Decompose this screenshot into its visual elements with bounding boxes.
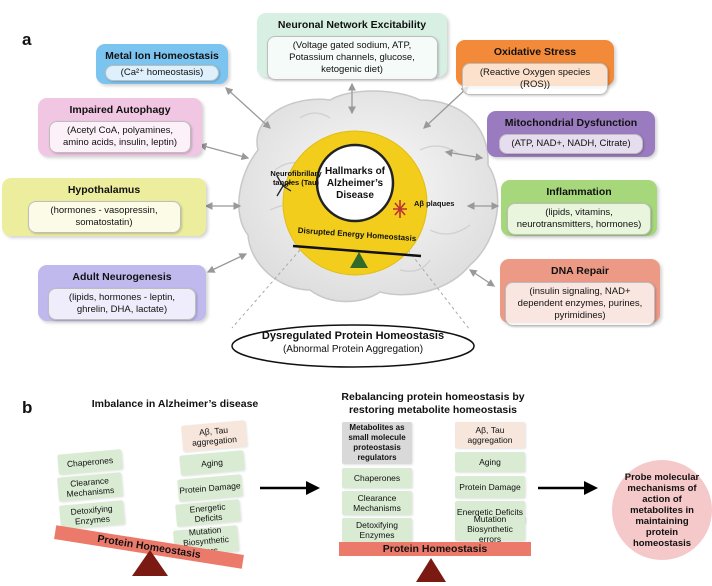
box-oxidative-detail: (Reactive Oxygen species (ROS)) [462,63,608,95]
box-mito-detail: (ATP, NAD+, NADH, Citrate) [498,134,644,154]
box-autophagy-detail: (Acetyl CoA, polyamines, amino acids, in… [49,121,191,153]
box-mito-title: Mitochondrial Dysfunction [504,117,638,129]
box-metal-detail: (Ca²⁺ homeostasis) [105,65,219,81]
abeta-label: Aβ plaques [414,199,455,208]
protein-ellipse-text: Dysregulated Protein Homeostasis (Abnorm… [228,330,478,356]
protein-subtitle: (Abnormal Protein Aggregation) [282,344,424,355]
box-dna-repair: DNA Repair (insulin signaling, NAD+ depe… [500,259,660,326]
middle-right-stack-item: Mutation Biosynthetic errors [455,514,525,544]
box-impaired-autophagy: Impaired Autophagy (Acetyl CoA, polyamin… [38,98,202,156]
right-stack-item: Aging [179,450,245,476]
left-stack-item: Detoxifying Enzymes [59,500,125,530]
box-neuronal-excitability: Neuronal Network Excitability (Voltage g… [257,13,447,80]
probe-mechanisms-ellipse: Probe molecular mechanisms of action of … [612,460,712,560]
tau-tangle-icon [276,175,292,197]
box-adult-neurogenesis: Adult Neurogenesis (lipids, hormones - l… [38,265,206,321]
protein-ellipse [231,324,475,368]
box-inflammation-detail: (lipids, vitamins, neurotransmitters, ho… [507,203,651,235]
middle-beam: Protein Homeostasis [339,542,531,556]
left-heading: Imbalance in Alzheimer’s disease [91,398,259,410]
box-metal-title: Metal Ion Homeostasis [105,50,219,62]
box-inflammation-title: Inflammation [546,186,612,198]
box-hypothalamus: Hypothalamus (hormones - vasopressin, so… [2,178,206,236]
arrow-right-icon [260,481,320,495]
left-stack-item: Chaperones [57,449,123,475]
box-neuronal-detail: (Voltage gated sodium, ATP, Potassium ch… [266,36,438,80]
fulcrum-green-icon [350,252,368,268]
panel-label-b: b [22,398,33,417]
middle-right-stack-item: Aβ, Tau aggregation [455,422,525,448]
middle-right-stack-item: Protein Damage [455,476,525,498]
middle-left-stack-item: Clearance Mechanisms [342,491,412,515]
box-hypothalamus-detail: (hormones - vasopressin, somatostatin) [27,201,181,233]
box-oxidative-title: Oxidative Stress [493,46,577,58]
right-stack-item: Protein Damage [177,474,243,502]
left-fulcrum-icon [132,550,168,576]
box-dna-title: DNA Repair [551,265,609,277]
box-neurogenesis-detail: (lipids, hormones - leptin, ghrelin, DHA… [48,288,196,320]
middle-left-stack-item: Detoxifying Enzymes [342,518,412,542]
box-oxidative-stress: Oxidative Stress (Reactive Oxygen specie… [456,40,614,95]
tau-label: Neurofibrillary tangles (Tau) [270,169,322,187]
middle-heading: Rebalancing protein homeostasis by resto… [341,391,525,416]
center-title: Hallmarks of Alzheimer’s Disease [324,166,386,201]
box-inflammation: Inflammation (lipids, vitamins, neurotra… [501,180,657,236]
hallmarks-circle [276,130,428,276]
box-autophagy-title: Impaired Autophagy [69,104,171,116]
middle-right-stack-item: Aging [455,452,525,472]
right-stack-item: Energetic Deficits [175,499,241,527]
box-mitochondrial: Mitochondrial Dysfunction (ATP, NAD+, NA… [487,111,655,157]
box-dna-detail: (insulin signaling, NAD+ dependent enzym… [504,282,656,326]
protein-title: Dysregulated Protein Homeostasis [261,330,445,342]
arrow-right-icon [538,481,598,495]
box-metal-ion: Metal Ion Homeostasis (Ca²⁺ homeostasis) [96,44,228,84]
left-stack-item: Clearance Mechanisms [57,472,123,502]
metabolites-box: Metabolites as small molecule proteostas… [342,422,412,464]
middle-fulcrum-icon [416,558,446,582]
box-hypothalamus-title: Hypothalamus [67,184,141,196]
abeta-plaque-icon [393,200,407,218]
middle-left-stack-item: Chaperones [342,468,412,488]
right-stack-item: Aβ, Tau aggregation [180,420,248,452]
box-neuronal-title: Neuronal Network Excitability [277,19,427,31]
box-neurogenesis-title: Adult Neurogenesis [72,271,172,283]
panel-label-a: a [22,30,32,49]
